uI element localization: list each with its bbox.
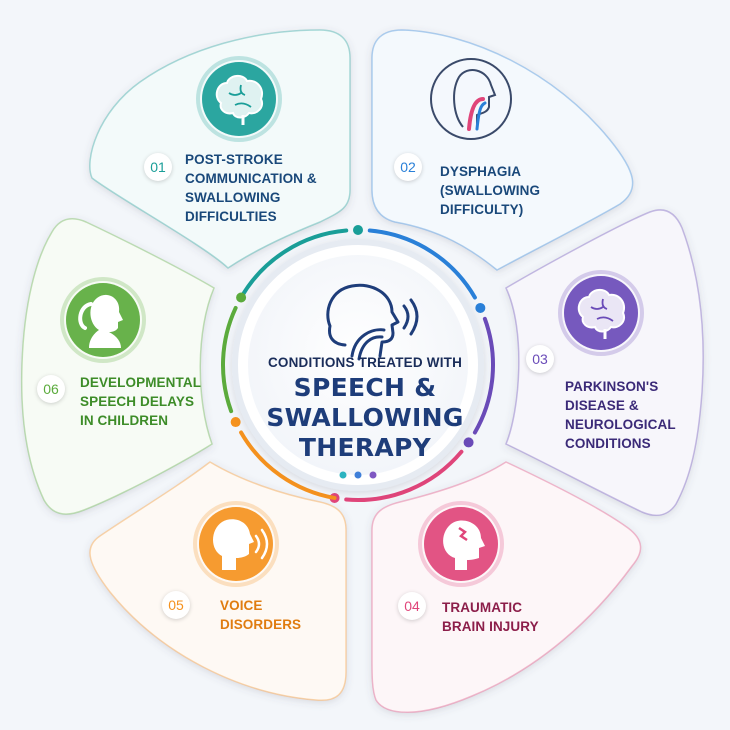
child-silhouette-icon bbox=[60, 277, 146, 363]
center-throat-icon bbox=[326, 283, 419, 361]
ring-arc-06 bbox=[221, 305, 238, 414]
segment-card-02 bbox=[371, 29, 634, 271]
segment-number-01: 01 bbox=[144, 153, 172, 181]
ring-arc-05 bbox=[239, 430, 337, 500]
center-dots bbox=[339, 471, 377, 479]
center-subtitle: CONDITIONS TREATED WITH bbox=[267, 355, 463, 370]
ring-arc-04 bbox=[344, 449, 464, 502]
ring-dot-03 bbox=[463, 437, 474, 448]
ring-dot-06 bbox=[236, 292, 247, 303]
ring-arc-01 bbox=[239, 228, 349, 300]
speaking-head-icon bbox=[193, 501, 279, 587]
segment-card-05 bbox=[89, 461, 347, 702]
segment-card-06 bbox=[20, 218, 215, 515]
segment-card-03 bbox=[505, 209, 704, 517]
brain-icon bbox=[196, 56, 282, 142]
ring-arc-02 bbox=[367, 228, 477, 300]
throat-profile-icon bbox=[430, 58, 512, 140]
segment-card-01 bbox=[89, 29, 351, 269]
center-title-line-2: SWALLOWING bbox=[266, 403, 464, 432]
segment-number-04: 04 bbox=[398, 592, 426, 620]
segment-number-03: 03 bbox=[526, 345, 554, 373]
center-title-line-1: SPEECH & bbox=[293, 373, 437, 402]
ring-dot-02 bbox=[475, 302, 486, 313]
ring-dot-05 bbox=[230, 417, 241, 428]
head-injury-icon bbox=[418, 501, 504, 587]
segment-number-02: 02 bbox=[394, 153, 422, 181]
ring-dot-01 bbox=[353, 225, 363, 235]
segment-number-06: 06 bbox=[37, 375, 65, 403]
ring-arc-03 bbox=[472, 316, 495, 435]
segment-number-05: 05 bbox=[162, 591, 190, 619]
segment-card-04 bbox=[371, 461, 642, 713]
center-title-line-3: THERAPY bbox=[298, 433, 432, 462]
center-inner bbox=[248, 255, 468, 475]
brain-icon bbox=[558, 270, 644, 356]
